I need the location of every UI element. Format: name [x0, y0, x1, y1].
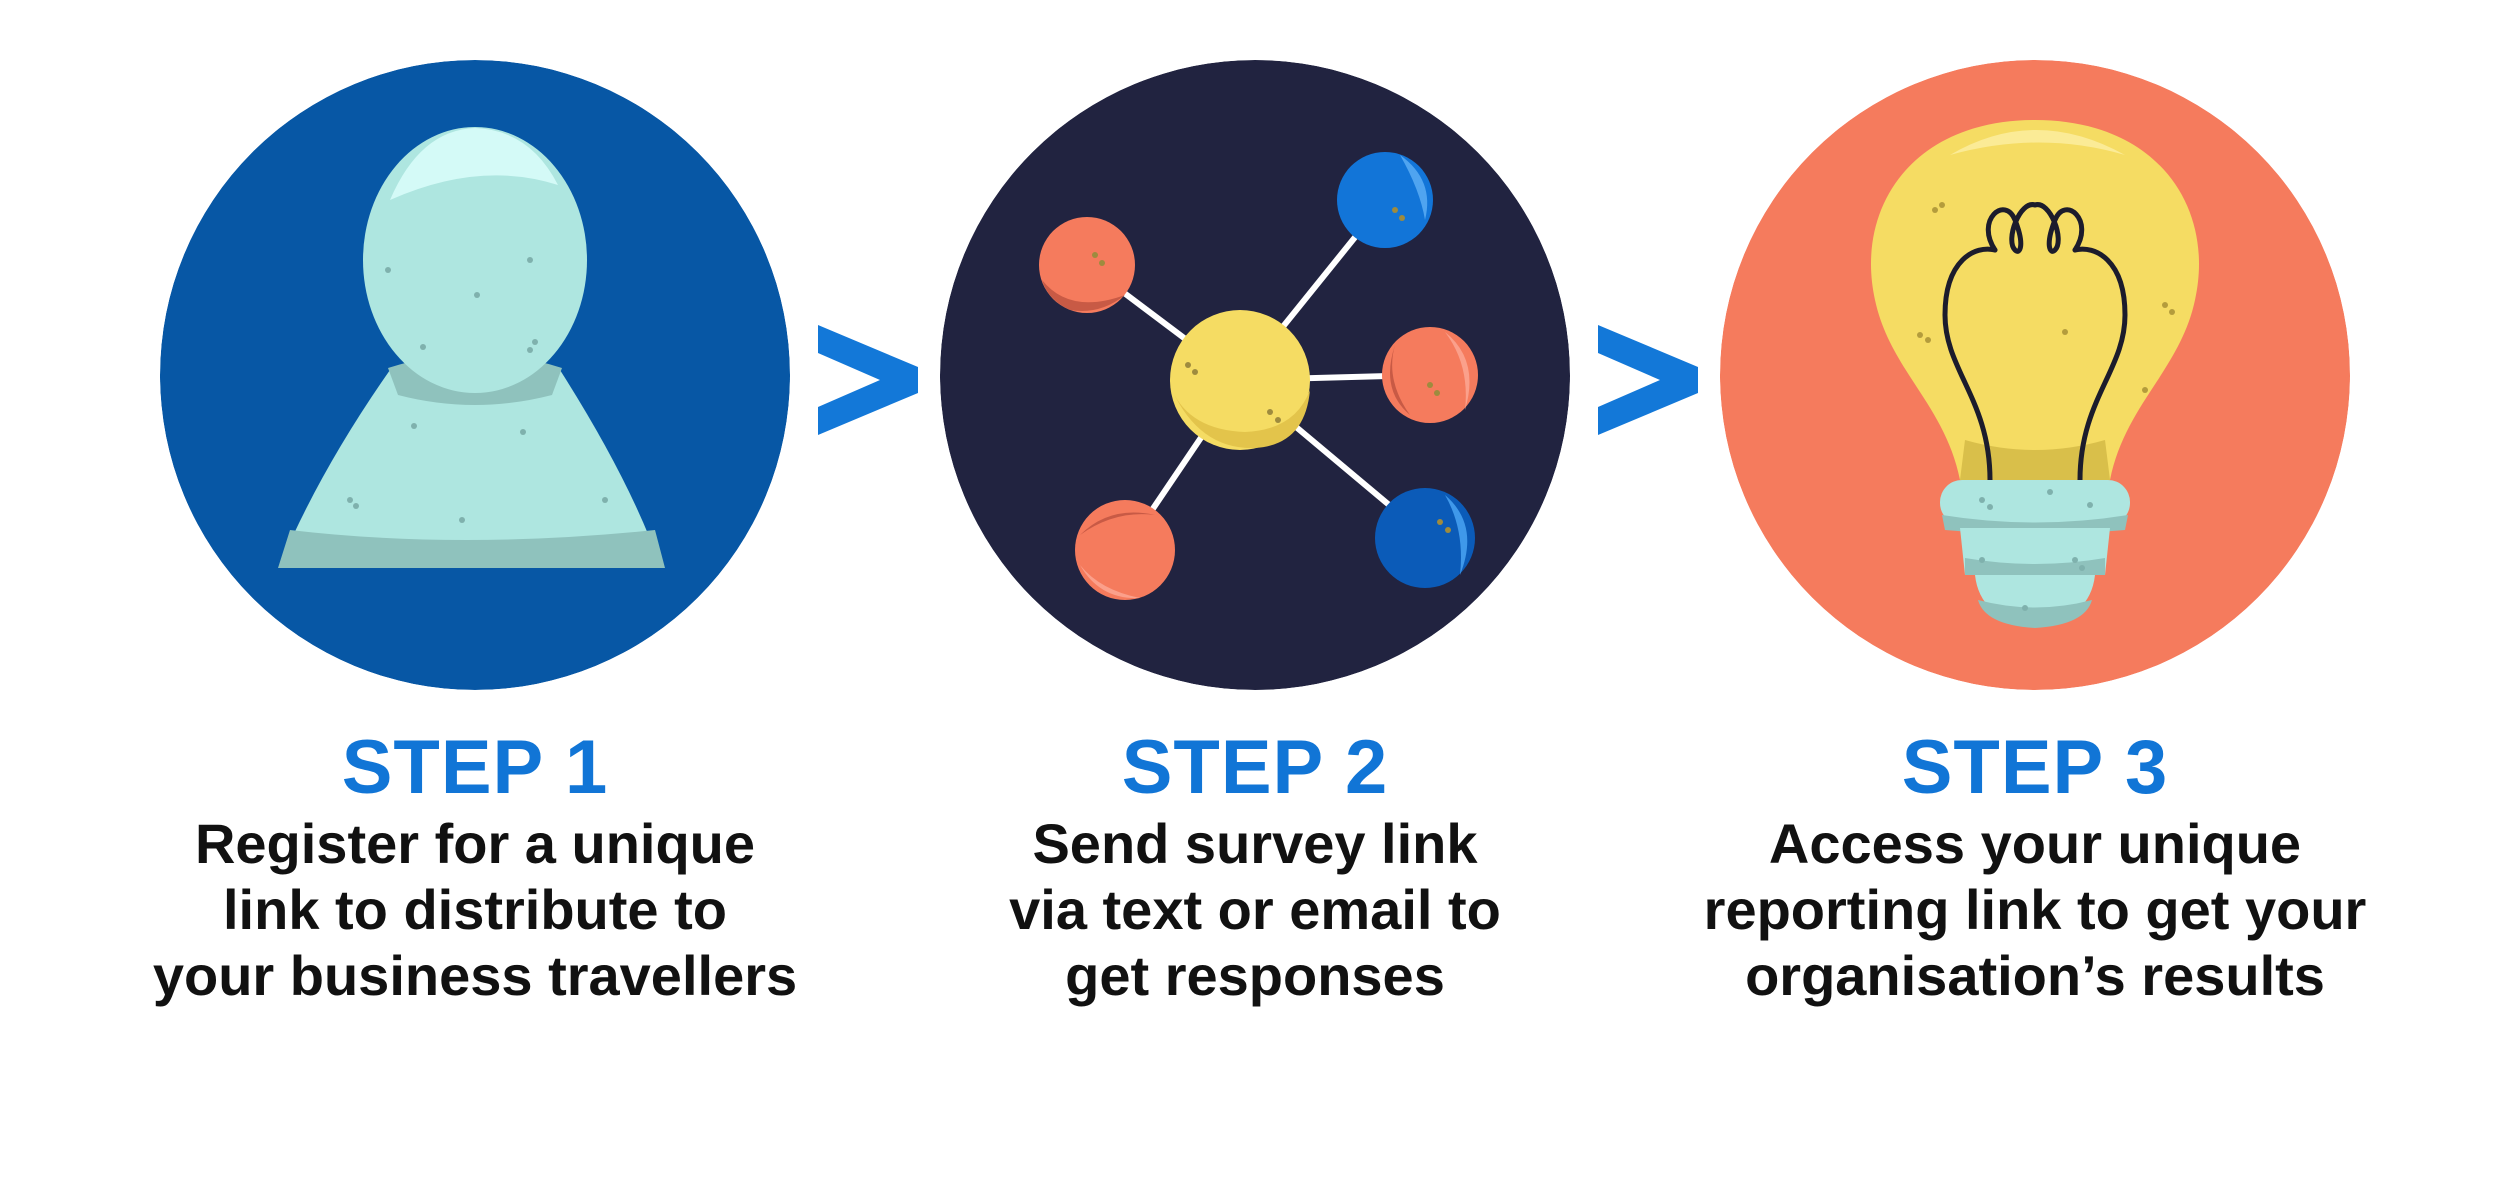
step-3-circle: [1720, 60, 2350, 690]
person-icon: [160, 60, 790, 690]
chevron-right-icon: [818, 325, 918, 435]
network-icon: [940, 60, 1570, 690]
step-1-title: STEP 1: [341, 725, 609, 810]
step-1-line-2: link to distribute to: [223, 878, 727, 941]
step-1-caption: STEP 1 Register for a unique link to dis…: [95, 725, 855, 1009]
step-3-line-2: reporting link to get your: [1703, 878, 2367, 941]
chevron-right-icon: [1598, 325, 1698, 435]
step-2-line-1: Send survey link: [1032, 812, 1478, 875]
step-3-line-3: organisation’s results: [1745, 944, 2325, 1007]
step-2-title: STEP 2: [1121, 725, 1389, 810]
step-2-line-2: via text or email to: [1009, 878, 1501, 941]
step-1-line-3: your business travellers: [152, 944, 798, 1007]
step-1-line-1: Register for a unique: [194, 812, 756, 875]
lightbulb-icon: [1720, 60, 2350, 690]
step-2-line-3: get responses: [1065, 944, 1445, 1007]
step-3-description: Access your unique reporting link to get…: [1655, 811, 2415, 1009]
step-2-description: Send survey link via text or email to ge…: [875, 811, 1635, 1009]
step-2-circle: [940, 60, 1570, 690]
step-2-caption: STEP 2 Send survey link via text or emai…: [875, 725, 1635, 1009]
step-3-caption: STEP 3 Access your unique reporting link…: [1655, 725, 2415, 1009]
step-1-circle: [160, 60, 790, 690]
step-3-line-1: Access your unique: [1768, 812, 2302, 875]
step-1-description: Register for a unique link to distribute…: [95, 811, 855, 1009]
step-3-title: STEP 3: [1901, 725, 2169, 810]
